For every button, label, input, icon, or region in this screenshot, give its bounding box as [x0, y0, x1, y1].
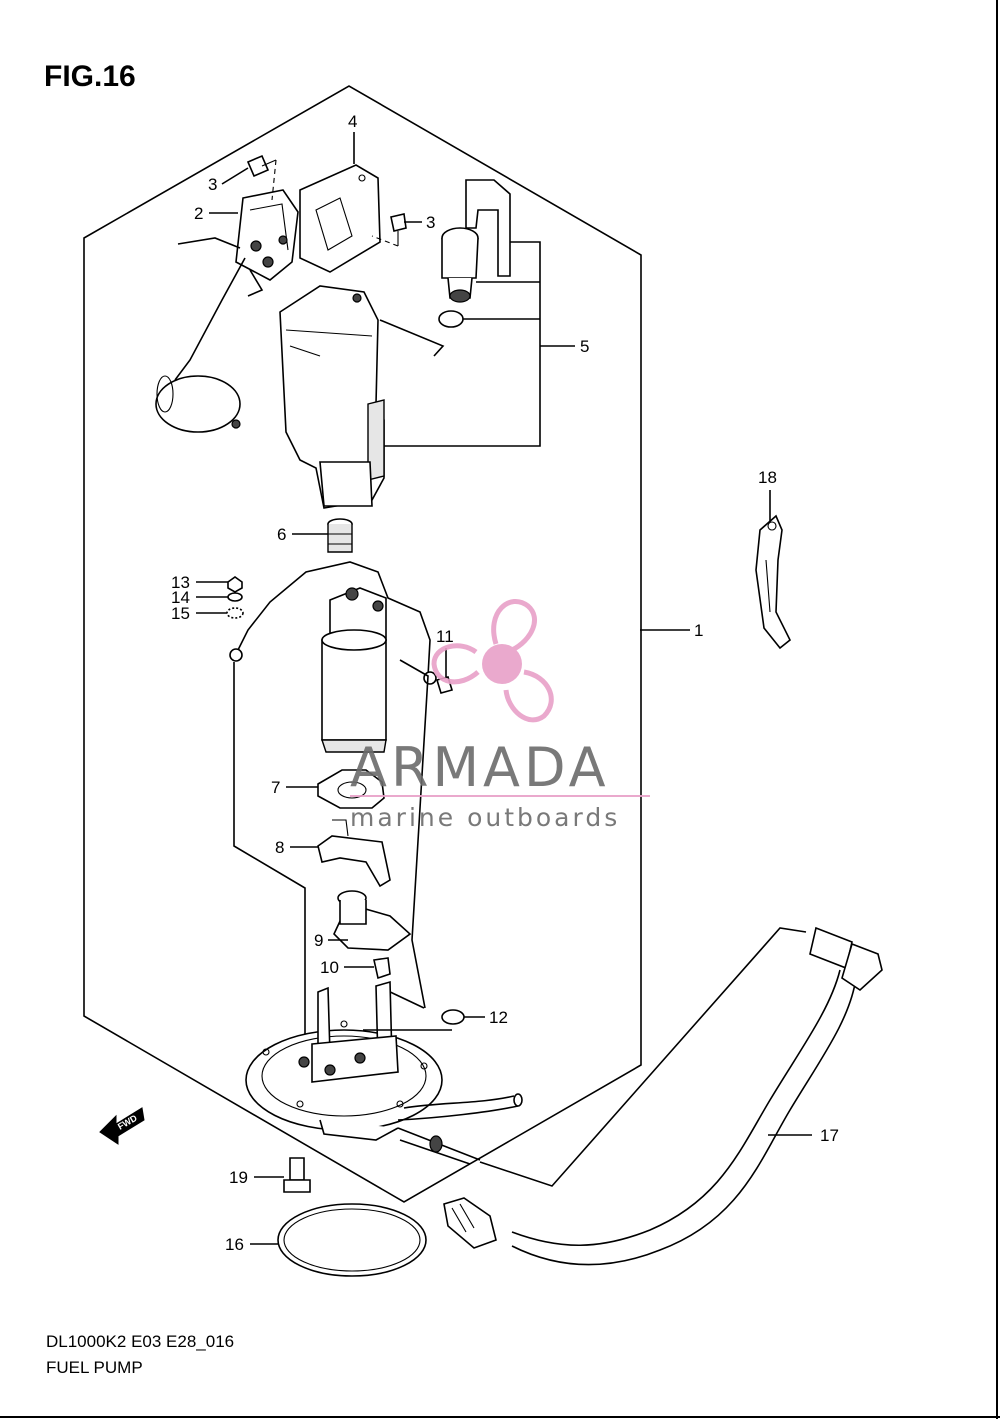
return-hose-end: [513, 1093, 523, 1107]
wire-terminal-left: [229, 648, 243, 662]
pump-housing-part: [279, 285, 385, 509]
watermark-tagline: marine outboards: [350, 803, 620, 832]
hose-guide-line: [479, 927, 807, 1187]
callout-16: 16: [225, 1235, 244, 1254]
screw-3b: [390, 213, 407, 246]
lock-washer-part: [226, 607, 244, 619]
fwd-direction-marker: FWD: [99, 1107, 145, 1145]
clip-part: [373, 957, 391, 980]
watermark-brand: ARMADA: [350, 736, 610, 799]
pump-base-plate: [245, 980, 443, 1141]
callout-9: 9: [314, 931, 323, 950]
item5-bracket-line: [384, 241, 541, 447]
watermark: ARMADA marine outboards: [350, 599, 650, 832]
callout-17: 17: [820, 1126, 839, 1145]
callout-7: 7: [271, 778, 280, 797]
gasket-ring-part: [277, 1203, 427, 1277]
screw-3b-guide: [371, 235, 399, 247]
o-ring-12: [441, 1009, 465, 1025]
pump-holder-part: [317, 769, 385, 809]
figure-title: FIG.16: [44, 60, 136, 93]
float-arm-part: [155, 237, 264, 433]
damper-part: [327, 518, 353, 553]
cushion-part: [317, 819, 391, 888]
base-return-hose-edge: [397, 1105, 519, 1121]
fuel-pump-part: [321, 587, 387, 753]
base-return-hose: [403, 1095, 515, 1109]
callout-11: 11: [436, 627, 454, 646]
gauge-plate-part: [299, 164, 381, 273]
callout-4: 4: [348, 112, 357, 131]
fuel-hose-part: [443, 926, 883, 1266]
callout-18: 18: [758, 468, 777, 487]
wire-guide-left: [233, 662, 306, 1060]
callout-12: 12: [489, 1008, 508, 1027]
regulator-o-ring: [438, 310, 464, 328]
callout-3b: 3: [426, 213, 435, 232]
outlet-pipe-fitting: [429, 1135, 443, 1153]
leader-3a: [221, 167, 249, 185]
pump-housing-leader: [379, 319, 445, 357]
sender-bracket-part: [235, 189, 299, 281]
nut-part: [227, 576, 243, 593]
callout-15: 15: [171, 604, 190, 623]
figure-code: DL1000K2 E03 E28_016: [46, 1332, 235, 1351]
regulator-bracket-part: [465, 179, 511, 277]
wire-guide-right-return: [385, 989, 425, 1009]
callout-19: 19: [229, 1168, 248, 1187]
figure-name: FUEL PUMP: [46, 1358, 143, 1377]
assembly-outline: [83, 85, 642, 1203]
callout-2: 2: [194, 204, 203, 223]
callout-6: 6: [277, 525, 286, 544]
callout-14: 14: [171, 588, 190, 607]
callout-5: 5: [580, 337, 589, 356]
gasket-ring-inner: [283, 1208, 421, 1272]
callout-8: 8: [275, 838, 284, 857]
wire-guide-right: [399, 659, 429, 1009]
propeller-logo-icon: [431, 599, 554, 723]
screw-3a-guide: [271, 159, 277, 201]
wire-terminal-right: [423, 671, 437, 685]
pump-wire-harness: [237, 561, 431, 677]
bolt-part: [283, 1157, 311, 1193]
callout-13: 13: [171, 573, 190, 592]
filter-part: [333, 890, 412, 951]
washer-part: [227, 592, 243, 602]
callout-1: 1: [694, 621, 703, 640]
strap-part: [755, 514, 792, 650]
callout-10: 10: [320, 958, 339, 977]
screw-3a: [246, 154, 277, 178]
pressure-regulator-part: [441, 227, 479, 303]
callout-3a: 3: [208, 175, 217, 194]
